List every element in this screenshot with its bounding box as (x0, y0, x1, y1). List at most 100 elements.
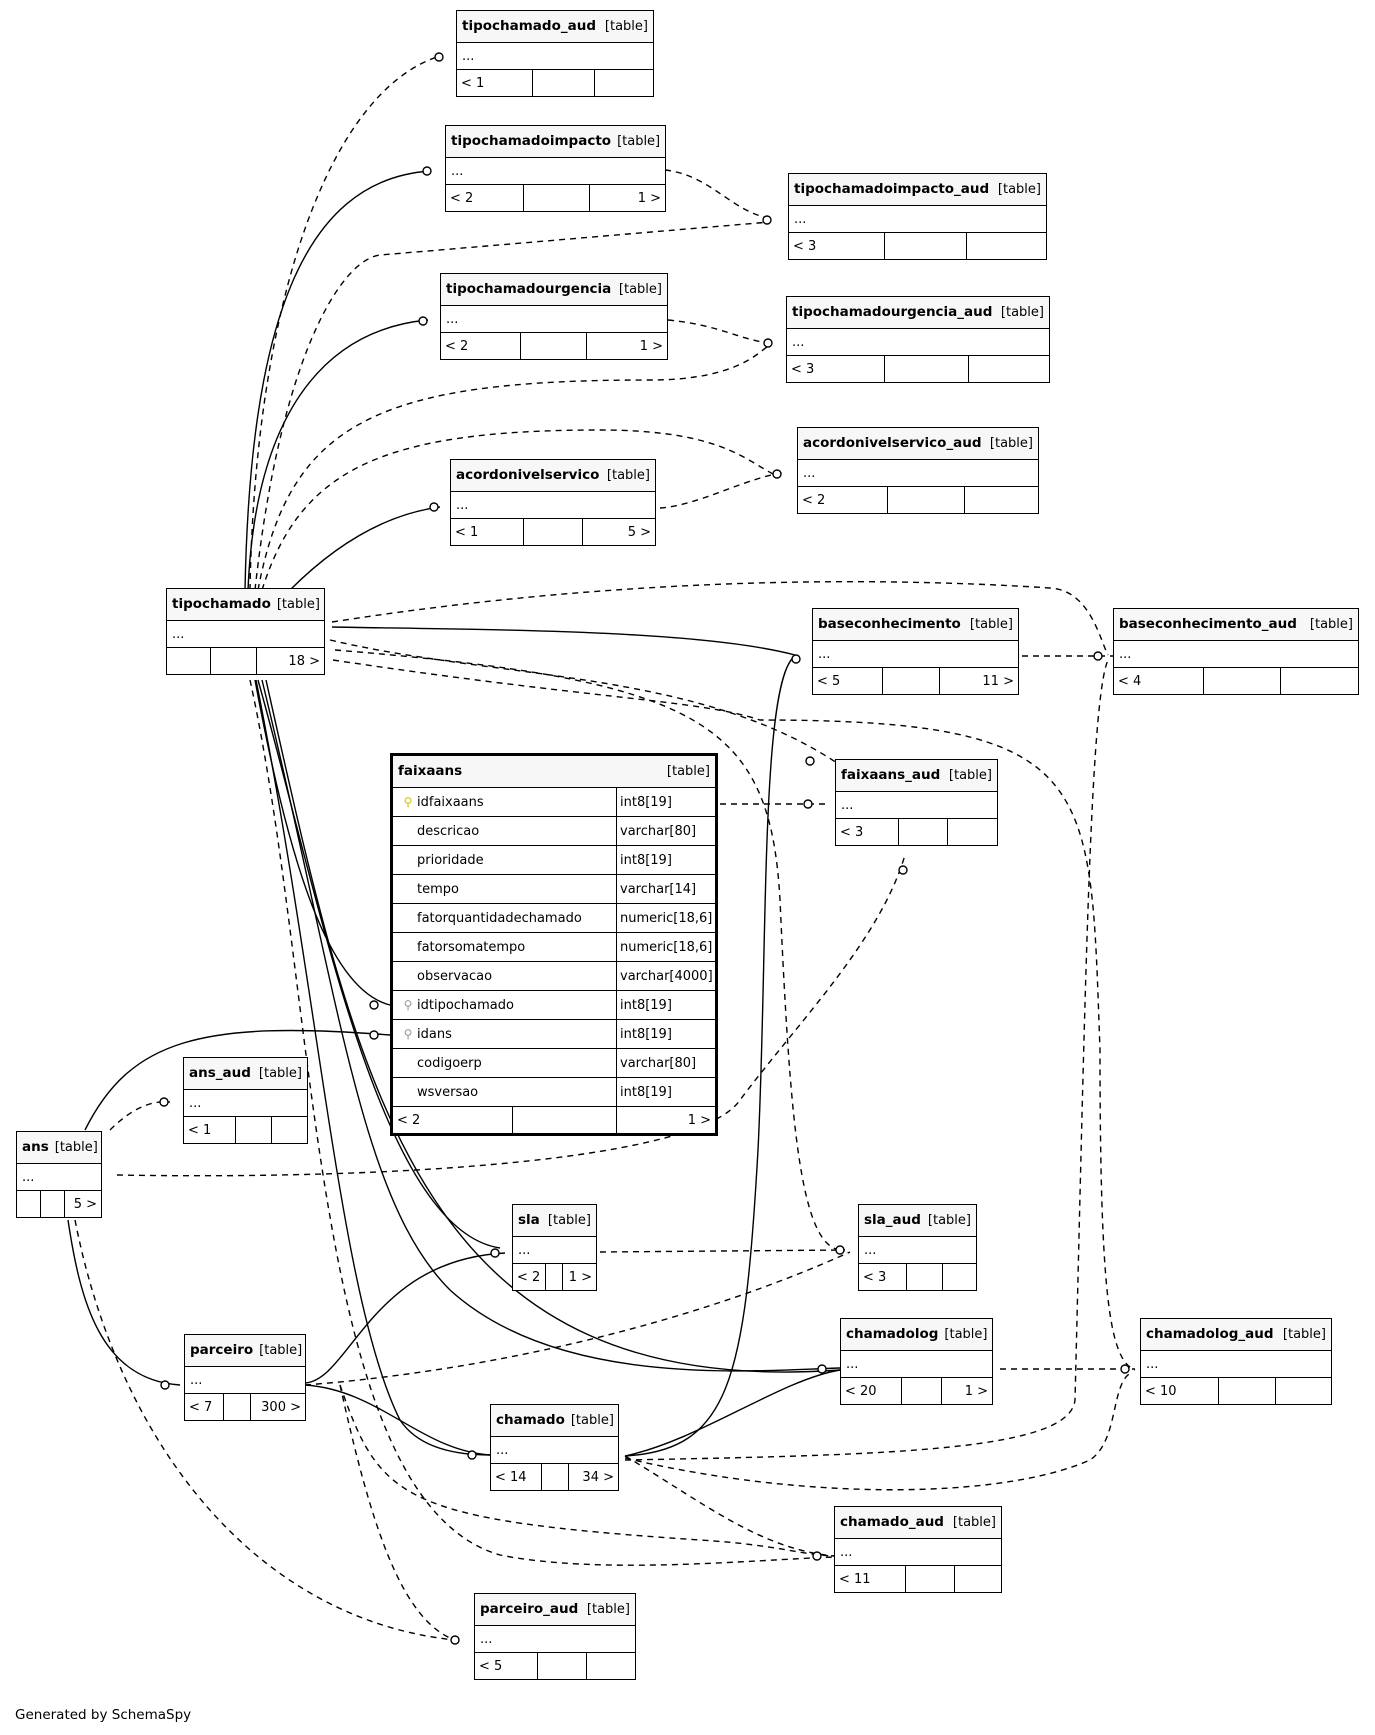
edge-tipochamado-chamado_aud (249, 679, 836, 1566)
table-name: faixaans_aud (841, 766, 941, 783)
table-kind: [table] (1309, 617, 1353, 632)
parents-count: < 1 (457, 70, 533, 96)
children-count (965, 487, 1038, 513)
table-kind: [table] (948, 768, 992, 783)
table-tipochamadourgencia_aud[interactable]: tipochamadourgencia_aud[table] ... < 3 (786, 296, 1050, 383)
table-tipochamado_aud[interactable]: tipochamado_aud[table] ... < 1 (456, 10, 654, 97)
column-name: idtipochamado (417, 997, 514, 1013)
table-ellipsis: ... (1141, 1351, 1331, 1378)
parents-count: < 3 (859, 1264, 907, 1290)
parents-count (167, 648, 211, 674)
table-ellipsis: ... (859, 1237, 976, 1264)
edge-tipochamado-faixaans (254, 679, 391, 1006)
table-ellipsis: ... (836, 792, 997, 819)
edge-tipochamado-sla_aud (334, 649, 841, 1251)
table-tipochamado[interactable]: tipochamado[table] ... 18 > (166, 588, 325, 675)
edge-ans-parceiro (67, 1219, 181, 1386)
parents-count: < 10 (1141, 1378, 1219, 1404)
table-name: parceiro (190, 1341, 254, 1358)
edge-tipochamado-tipochamadoimpacto_aud (254, 221, 771, 591)
parents-count: < 20 (841, 1378, 902, 1404)
table-faixaans_aud[interactable]: faixaans_aud[table] ... < 3 (835, 759, 998, 846)
table-name: tipochamadourgencia_aud (792, 303, 993, 320)
rows-count (521, 333, 587, 359)
edge-chamado-baseconhecimento (624, 655, 796, 1457)
table-ellipsis: ... (185, 1367, 305, 1394)
edge-tipochamado-tipochamadoimpacto (244, 170, 431, 591)
parents-count: < 4 (1114, 668, 1204, 694)
table-acordonivelservico_aud[interactable]: acordonivelservico_aud[table] ... < 2 (797, 427, 1039, 514)
table-ellipsis: ... (789, 206, 1046, 233)
table-ans[interactable]: ans[table] ... 5 > (16, 1131, 102, 1218)
table-ellipsis: ... (813, 641, 1018, 668)
rows-count (524, 185, 590, 211)
edge-chamado-chamadolog_aud (624, 1371, 1134, 1491)
parents-count (17, 1191, 41, 1217)
edge-tipochamado-tipochamado_aud (249, 55, 441, 591)
rows-count (542, 1464, 569, 1490)
edge-parceiro-sla (304, 1252, 506, 1384)
table-kind: [table] (927, 1213, 971, 1228)
table-kind: [table] (258, 1066, 302, 1081)
parents-count: < 2 (446, 185, 524, 211)
rows-count (524, 519, 583, 545)
edge-chamado-chamadolog (624, 1369, 841, 1457)
table-sla_aud[interactable]: sla_aud[table] ... < 3 (858, 1204, 977, 1291)
table-kind: [table] (952, 1515, 996, 1530)
edge-ans-faixaans (84, 1029, 391, 1131)
parents-count: < 2 (513, 1264, 546, 1290)
parents-count: < 7 (185, 1394, 224, 1420)
table-kind: [table] (944, 1327, 988, 1342)
column-type: int8[19] (620, 997, 672, 1013)
table-tipochamadoimpacto_aud[interactable]: tipochamadoimpacto_aud[table] ... < 3 (788, 173, 1047, 260)
column-type: int8[19] (620, 794, 672, 810)
table-kind: [table] (276, 597, 320, 612)
edge-tipochamado-sla (257, 679, 501, 1249)
table-baseconhecimento_aud[interactable]: baseconhecimento_aud[table] ... < 4 (1113, 608, 1359, 695)
children-count: 1 > (639, 338, 663, 354)
table-parceiro_aud[interactable]: parceiro_aud[table] ... < 5 (474, 1593, 636, 1680)
table-chamado_aud[interactable]: chamado_aud[table] ... < 11 (834, 1506, 1002, 1593)
column-name: fatorsomatempo (417, 939, 526, 955)
column-name: idfaixaans (417, 794, 484, 810)
table-ellipsis: ... (184, 1090, 307, 1117)
edge-acordo-acordo_aud (659, 471, 786, 509)
column-name: wsversao (417, 1084, 479, 1100)
table-kind: [table] (604, 19, 648, 34)
table-name: ans (22, 1138, 49, 1155)
children-count: 18 > (288, 653, 320, 669)
table-kind: [table] (617, 134, 661, 149)
children-count (587, 1653, 635, 1679)
table-kind: [table] (666, 764, 710, 779)
edge-tipochamado-baseconhecimento_aud (331, 580, 1109, 656)
table-name: tipochamadourgencia (446, 280, 612, 297)
table-ans_aud[interactable]: ans_aud[table] ... < 1 (183, 1057, 308, 1144)
table-name: tipochamadoimpacto (451, 132, 612, 149)
children-count (948, 819, 997, 845)
table-name: chamadolog_aud (1146, 1325, 1274, 1342)
table-name: sla (518, 1211, 540, 1228)
rows-count (883, 668, 940, 694)
table-chamadolog_aud[interactable]: chamadolog_aud[table] ... < 10 (1140, 1318, 1332, 1405)
table-ellipsis: ... (167, 621, 324, 648)
